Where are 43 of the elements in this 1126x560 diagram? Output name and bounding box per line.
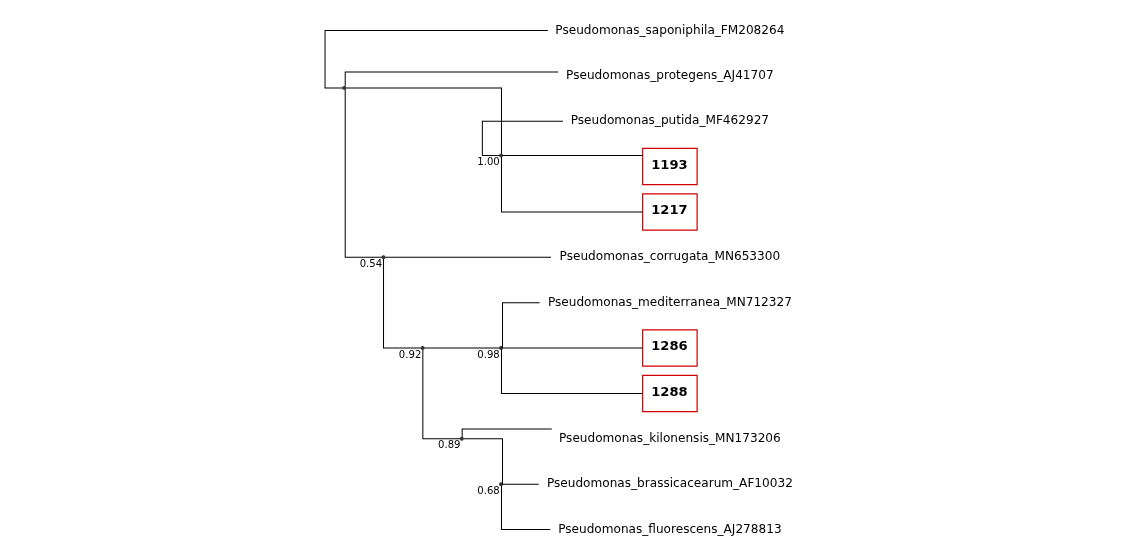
- node-point: [499, 482, 503, 487]
- connector: [502, 302, 541, 349]
- node-point: [381, 255, 386, 260]
- connector: [502, 154, 644, 156]
- connector: [501, 156, 643, 213]
- node-text: Pseudomonas_brassicacearum_AF10032: [546, 476, 793, 491]
- node-point: [499, 346, 503, 350]
- node-point: [459, 436, 464, 441]
- node-label: 0.98: [477, 348, 500, 360]
- connector: [324, 29, 549, 89]
- connector: [502, 347, 644, 349]
- connector: [423, 347, 500, 349]
- node-text: Pseudomonas_kilonensis_MN173206: [559, 430, 781, 445]
- connector: [502, 483, 540, 485]
- node-box: 1217: [642, 193, 698, 231]
- connector: [345, 87, 502, 155]
- node-label: 0.68: [477, 484, 500, 496]
- connector: [384, 256, 552, 258]
- node-text: Pseudomonas_putida_MF462927: [570, 113, 770, 128]
- node-label: 0.89: [438, 439, 461, 451]
- connector: [501, 349, 643, 394]
- node-label: 0.92: [398, 348, 422, 360]
- node-label: 0.54: [359, 257, 383, 269]
- connector: [463, 438, 503, 485]
- node-point: [420, 346, 425, 350]
- connector: [481, 120, 564, 156]
- connector: [344, 71, 559, 87]
- node-text: Pseudomonas_fluorescens_AJ278813: [558, 521, 782, 536]
- connector: [383, 258, 422, 349]
- node-text: Pseudomonas_protegens_AJ41707: [566, 67, 774, 82]
- node-text: Pseudomonas_mediterranea_MN712327: [547, 294, 792, 309]
- node-label: 1.00: [477, 155, 500, 167]
- connector: [501, 485, 551, 531]
- node-point: [342, 85, 347, 90]
- node-text: Pseudomonas_saponiphila_FM208264: [555, 22, 785, 37]
- connector: [344, 88, 383, 258]
- node-point: [499, 153, 503, 158]
- node-text: Pseudomonas_corrugata_MN653300: [559, 249, 781, 264]
- node-box: 1286: [642, 329, 698, 367]
- connector: [422, 349, 461, 440]
- node-box: 1193: [642, 147, 698, 186]
- node-box: 1288: [642, 374, 698, 413]
- connector: [461, 428, 553, 438]
